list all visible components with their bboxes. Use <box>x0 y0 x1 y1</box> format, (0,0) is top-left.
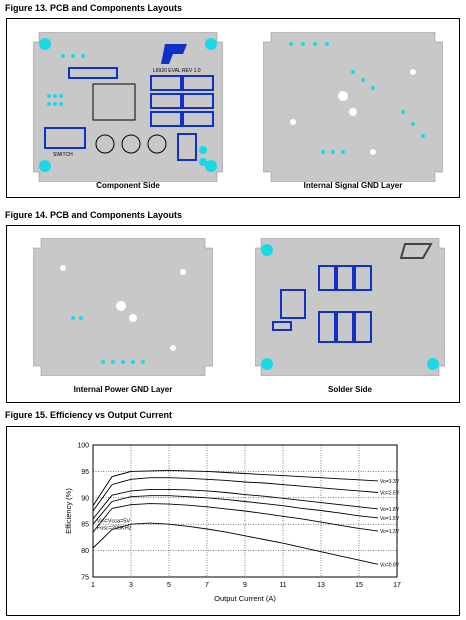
x-tick-label: 13 <box>317 582 325 589</box>
series-line <box>92 488 379 520</box>
y-tick-label: 80 <box>81 548 89 555</box>
figure-14-panel: Internal Power GND Layer Solder Side <box>6 225 460 403</box>
solder-side-caption: Solder Side <box>327 385 372 394</box>
x-tick-label: 3 <box>129 582 133 589</box>
x-axis-label: Output Current (A) <box>214 594 276 603</box>
x-tick-label: 9 <box>243 582 247 589</box>
y-tick-label: 75 <box>81 575 89 582</box>
internal-power-gnd-board <box>33 238 213 376</box>
x-tick-label: 17 <box>393 582 401 589</box>
figure-13-panel: L6920 EVAL REV 1.0 SWITCH Component Side… <box>6 18 460 198</box>
y-tick-label: 90 <box>81 495 89 502</box>
series-label: Vo=3.3V <box>380 479 400 485</box>
series-label: Vo=1.8V <box>380 507 400 513</box>
component-side-board: L6920 EVAL REV 1.0 SWITCH <box>33 32 223 182</box>
signal-gnd-caption: Internal Signal GND Layer <box>303 181 403 190</box>
x-tick-label: 15 <box>355 582 363 589</box>
series-label: Vo=1.5V <box>380 516 400 522</box>
series-line <box>92 477 379 512</box>
chart-annotation: Fosc=200KHz <box>97 526 132 532</box>
x-tick-label: 1 <box>91 582 95 589</box>
series-label: Vo=1.3V <box>380 529 400 535</box>
series-label: Vo=2.5V <box>380 491 400 497</box>
series-label: Vo=0.9V <box>380 562 400 568</box>
x-tick-label: 7 <box>205 582 209 589</box>
y-tick-label: 95 <box>81 469 89 476</box>
chart-annotation: Vin=Vcca=5V <box>97 519 131 525</box>
y-tick-label: 85 <box>81 522 89 529</box>
series-line <box>92 522 379 565</box>
silk-label: L6920 EVAL REV 1.0 <box>153 68 201 74</box>
x-tick-label: 11 <box>279 582 286 589</box>
series-line <box>92 495 379 525</box>
solder-side-board <box>255 238 445 376</box>
y-axis-label: Efficiency (%) <box>64 488 73 534</box>
switch-label: SWITCH <box>53 152 73 158</box>
component-side-caption: Component Side <box>96 181 160 190</box>
figure-13-title: Figure 13. PCB and Components Layouts <box>5 3 183 13</box>
y-tick-label: 100 <box>77 443 89 450</box>
internal-signal-gnd-board <box>263 32 443 182</box>
series-line <box>92 469 379 506</box>
figure-15-title: Figure 15. Efficiency vs Output Current <box>5 410 173 420</box>
power-gnd-caption: Internal Power GND Layer <box>73 385 173 394</box>
series-line <box>92 503 379 533</box>
figure-14-title: Figure 14. PCB and Components Layouts <box>5 210 183 220</box>
x-tick-label: 5 <box>167 582 171 589</box>
